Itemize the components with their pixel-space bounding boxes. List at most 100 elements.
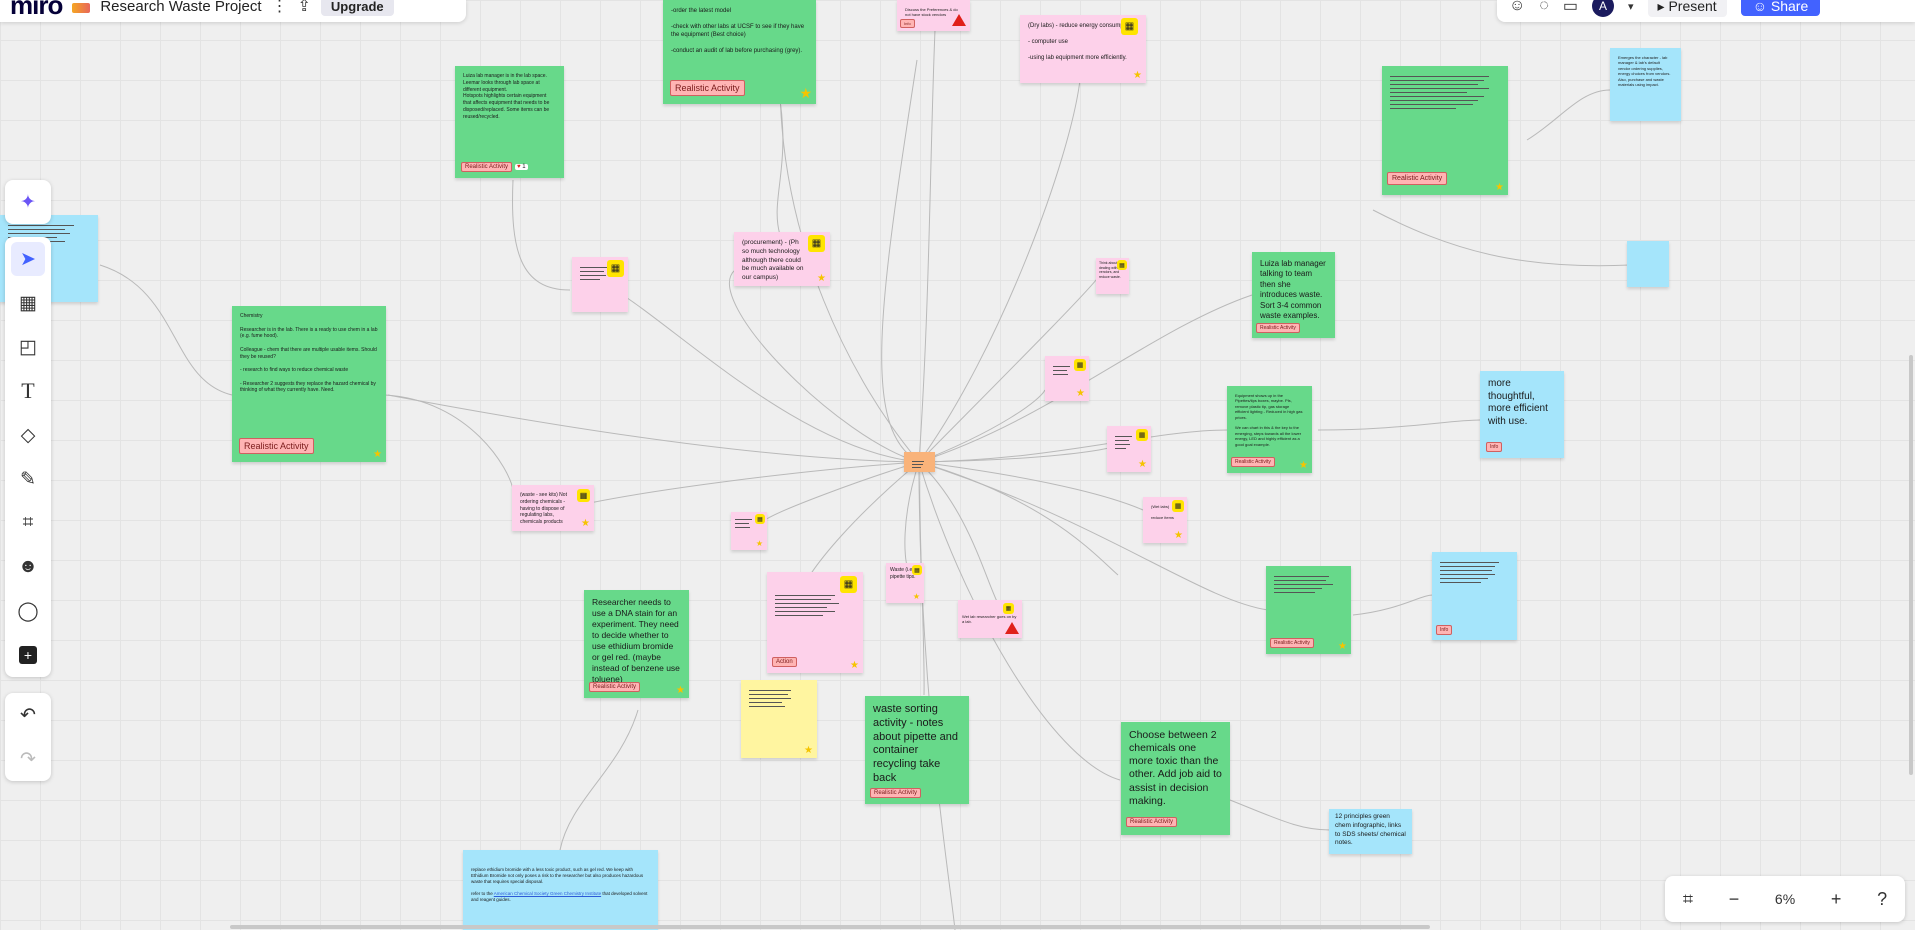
text-lines [735,519,763,528]
sticky-note-waste-sorting[interactable]: waste sorting activity - notes about pip… [865,696,969,804]
sticky-note-yellow[interactable]: ★ [741,680,817,758]
note-text: Luiza lab manager is in the lab space. L… [463,73,550,120]
user-avatar[interactable]: A [1591,0,1614,17]
note-text: Equipment shows up in the Pipettes/tips … [1235,393,1303,447]
sticky-note-pink-small-a[interactable]: ▦ [572,257,628,312]
reactions-icon[interactable]: ☺ [1509,0,1526,14]
sticky-note-procurement[interactable]: (procurement) - (Ph so much technology a… [734,232,830,286]
sticky-note-blue-small[interactable] [1627,241,1669,287]
sticky-note-pink-vendors[interactable]: Discuss the Preferences & do not have st… [897,0,970,31]
sticky-note-choose-chemicals[interactable]: Choose between 2 chemicals one more toxi… [1121,722,1230,835]
comment-icon[interactable]: ◯ [17,600,39,622]
star-icon: ★ [1076,388,1085,399]
star-icon: ★ [912,592,920,601]
sticky-note-principles[interactable]: 12 principles green chem infographic, li… [1329,809,1412,854]
chevron-down-icon[interactable]: ▾ [1627,0,1634,13]
vertical-scrollbar[interactable] [1909,355,1913,775]
text-lines [1440,562,1509,583]
heart-icon: ♥ [517,164,521,170]
star-icon: ★ [1495,182,1504,193]
sticky-note-equipment[interactable]: Equipment shows up in the Pipettes/tips … [1227,386,1312,473]
upgrade-button[interactable]: Upgrade [320,0,394,16]
video-call-icon[interactable]: ▭ [1562,0,1578,15]
sticky-note-chemistry[interactable]: Chemistry Researcher is in the lab. Ther… [232,306,386,462]
star-icon: ★ [1174,530,1183,541]
frame-icon[interactable]: ⌗ [22,512,34,533]
chat-icon[interactable]: ◌ [1539,0,1549,14]
sticky-note-waste-kits[interactable]: (waste - see kits) Not ordering chemical… [512,485,594,531]
board-icon [72,3,91,13]
sticky-note-pink-tiny[interactable]: Think about dealing with vendors, and re… [1096,258,1129,294]
sticky-note-action[interactable]: ▦ Action ★ [767,572,863,673]
star-icon: ★ [1138,459,1147,470]
history-toolbar: ↶ ↷ [5,693,51,781]
sticky-note-pink-small-c[interactable]: ▦ ★ [1107,426,1151,472]
ai-panel: ✦ [5,180,51,224]
miro-emoji-icon: ▦ [1003,603,1014,614]
share-button[interactable]: ☺ Share [1740,0,1821,16]
star-icon: ★ [1338,641,1347,652]
sticky-note-wet-labs[interactable]: (Wet labs) reduce items ▦ ★ [1143,497,1187,543]
star-icon: ★ [581,518,590,529]
pen-icon[interactable]: ✎ [20,468,36,490]
add-more-icon[interactable]: + [5,633,51,677]
miro-emoji-icon: ▦ [1074,359,1086,371]
zoom-in-icon[interactable]: + [1830,888,1842,909]
note-text: waste sorting activity - notes about pip… [873,703,959,784]
text-lines [775,595,855,616]
present-button[interactable]: ▸ Present [1647,0,1727,17]
select-tool[interactable]: ➤ [5,237,51,281]
central-hub-note[interactable] [904,452,935,472]
shapes-icon[interactable]: ◇ [20,424,36,446]
green-chemistry-link[interactable]: American Chemical Society Green Chemistr… [493,891,602,897]
note-text: (procurement) - (Ph so much technology a… [742,239,804,282]
realistic-activity-tag: Realistic Activity [1231,457,1275,467]
horizontal-scrollbar[interactable] [230,925,1430,929]
sticky-note-blue-right-mid[interactable]: Info [1432,552,1517,640]
ai-sparkle-icon[interactable]: ✦ [20,191,36,213]
realistic-activity-tag: Realistic Activity [461,162,513,172]
sticky-note-luiza-waste[interactable]: Luiza lab manager talking to team then s… [1252,252,1335,338]
sticky-note-pink-small-b[interactable]: ▦ ★ [1045,356,1089,401]
realistic-activity-tag: Realistic Activity [1387,172,1448,185]
action-tag: Action [772,657,797,667]
note-text: Choose between 2 chemicals one more toxi… [1129,729,1222,807]
miro-emoji-icon: ▦ [1172,500,1184,512]
miro-logo[interactable]: miro [10,0,63,20]
sticky-note-icon[interactable]: ◰ [19,336,37,358]
zoom-controls: ⌗ − 6% + ? [1665,876,1905,922]
board-title[interactable]: Research Waste Project [100,0,262,15]
redo-icon[interactable]: ↷ [20,748,36,770]
sticky-note-dry-labs[interactable]: (Dry labs) - reduce energy consumption -… [1020,15,1146,83]
sticky-note-green-right-top[interactable]: Realistic Activity ★ [1382,66,1508,195]
export-icon[interactable]: ⇪ [297,0,311,15]
sticky-note-dna-stain[interactable]: Researcher needs to use a DNA stain for … [584,590,689,698]
sticky-note-waste-tips[interactable]: Waste (i.e. pipette tips. ▦ ★ [886,563,924,603]
sticky-note-blue-vendors[interactable]: Emerges the character - lab manager & la… [1610,48,1681,121]
sticky-note-green-right-mid[interactable]: Realistic Activity ★ [1266,566,1351,654]
fit-to-screen-icon[interactable]: ⌗ [1682,888,1693,909]
text-icon[interactable]: T [21,378,35,403]
stickers-icon[interactable]: ☻ [18,556,38,577]
sticky-note-order-model[interactable]: -order the latest model -check with othe… [663,0,816,104]
zoom-level[interactable]: 6% [1774,891,1796,907]
star-icon: ★ [373,449,382,460]
miro-emoji-icon: ▦ [840,576,857,593]
miro-emoji-icon: ▦ [577,489,590,502]
sticky-note-luiza-lab-space[interactable]: Luiza lab manager is in the lab space. L… [455,66,564,178]
note-text: Emerges the character - lab manager & la… [1618,55,1671,87]
miro-emoji-icon: ▦ [607,260,624,277]
undo-icon[interactable]: ↶ [20,704,36,726]
note-text: more thoughtful, more efficient with use… [1488,378,1548,427]
templates-icon[interactable]: ▦ [19,292,37,314]
realistic-activity-tag: Realistic Activity [589,682,641,692]
sticky-note-wet-lab-researcher[interactable]: Wet lab researcher goes on by a lab. ▦ [958,600,1022,638]
help-icon[interactable]: ? [1877,888,1888,909]
sticky-note-pink-small-d[interactable]: ▦ ★ [731,512,767,550]
more-options-icon[interactable]: ⋮ [271,0,288,15]
sticky-note-thoughtful[interactable]: more thoughtful, more efficient with use… [1480,371,1564,458]
sticky-note-replace-ethidium[interactable]: replace ethidium bromide with a less tox… [463,850,658,930]
zoom-out-icon[interactable]: − [1728,888,1740,909]
star-icon: ★ [755,539,763,548]
star-icon: ★ [850,660,859,671]
